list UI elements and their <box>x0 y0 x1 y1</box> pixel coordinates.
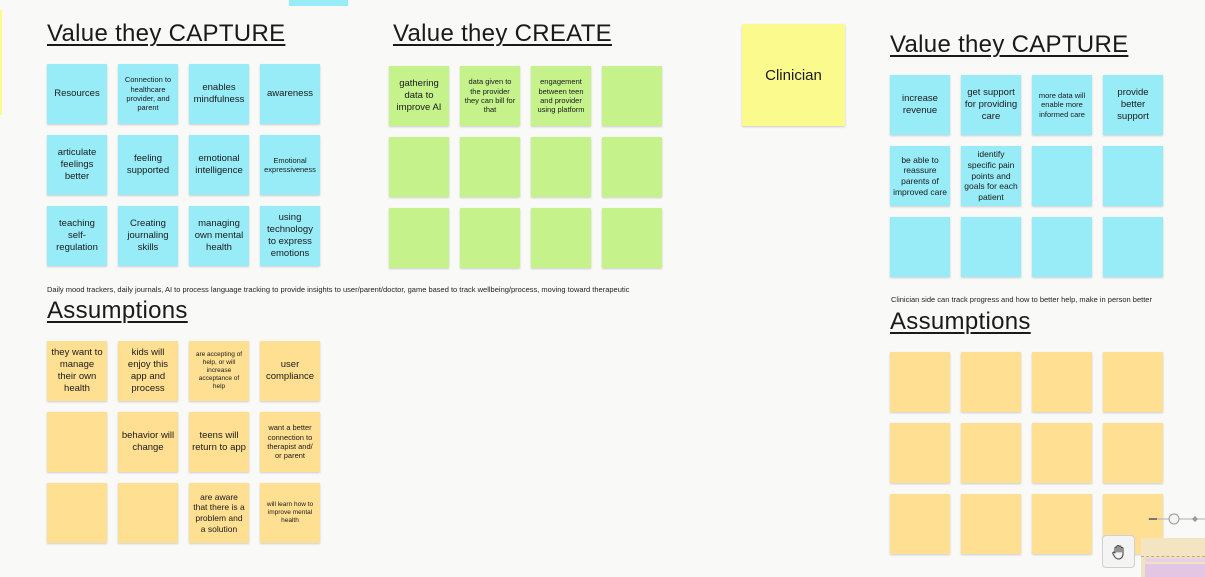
hand-icon <box>1111 544 1124 560</box>
sticky-note[interactable] <box>1103 217 1163 277</box>
sticky-note[interactable] <box>961 494 1021 554</box>
sticky-note[interactable] <box>460 137 520 197</box>
sticky-note[interactable]: teaching self-regulation <box>47 206 107 266</box>
sticky-note[interactable] <box>1032 217 1092 277</box>
sticky-note[interactable]: Creating journaling skills <box>118 206 178 266</box>
assumptions-grid: they want to manage their own health kid… <box>47 341 320 543</box>
sticky-note[interactable]: user compliance <box>260 341 320 401</box>
offscreen-note-left <box>0 10 2 115</box>
sticky-note[interactable]: engagement between teen and provider usi… <box>531 66 591 126</box>
offscreen-note-top <box>289 0 348 6</box>
sticky-note[interactable]: are accepting of help, or will increase … <box>189 341 249 401</box>
sticky-note[interactable]: want a better connection to therapist an… <box>260 412 320 472</box>
sticky-note[interactable]: articulate feelings better <box>47 135 107 195</box>
value-create-heading: Value they CREATE <box>393 20 612 47</box>
value-capture-heading: Value they CAPTURE <box>47 20 286 47</box>
clinician-assumptions-heading: Assumptions <box>890 308 1031 335</box>
clinician-value-capture-grid: increase revenue get support for providi… <box>890 75 1163 277</box>
sticky-note[interactable] <box>1032 423 1092 483</box>
sticky-note[interactable]: managing own mental health <box>189 206 249 266</box>
minimap[interactable] <box>1141 538 1205 577</box>
assumptions-heading: Assumptions <box>47 297 188 324</box>
sticky-note[interactable]: gathering data to improve AI <box>389 66 449 126</box>
sticky-note[interactable] <box>1032 494 1092 554</box>
minimap-region <box>1145 564 1205 577</box>
sticky-note[interactable]: emotional intelligence <box>189 135 249 195</box>
sticky-note[interactable] <box>1103 146 1163 206</box>
sticky-note[interactable] <box>47 412 107 472</box>
sticky-note[interactable] <box>118 483 178 543</box>
clinician-description-text: Clinician side can track progress and ho… <box>891 295 1152 304</box>
sticky-note[interactable] <box>1032 146 1092 206</box>
clinician-assumptions-grid <box>890 352 1163 554</box>
sticky-note[interactable] <box>389 208 449 268</box>
minimap-region <box>1145 558 1205 562</box>
sticky-note[interactable] <box>890 423 950 483</box>
zoom-slider-icon <box>1148 513 1205 525</box>
sticky-note[interactable] <box>890 217 950 277</box>
sticky-note[interactable] <box>602 208 662 268</box>
sticky-note[interactable] <box>1103 352 1163 412</box>
sticky-note[interactable] <box>389 137 449 197</box>
sticky-note[interactable]: they want to manage their own health <box>47 341 107 401</box>
value-capture-grid: Resources Connection to healthcare provi… <box>47 64 320 266</box>
value-create-grid: gathering data to improve AI data given … <box>389 66 662 268</box>
sticky-note[interactable]: more data will enable more informed care <box>1032 75 1092 135</box>
sticky-note[interactable]: behavior will change <box>118 412 178 472</box>
sticky-note[interactable] <box>890 494 950 554</box>
sticky-note[interactable] <box>1032 352 1092 412</box>
sticky-note[interactable] <box>47 483 107 543</box>
sticky-note[interactable]: feeling supported <box>118 135 178 195</box>
sticky-note[interactable] <box>602 66 662 126</box>
sticky-note[interactable]: awareness <box>260 64 320 124</box>
sticky-note[interactable]: Emotional expressiveness <box>260 135 320 195</box>
sticky-note[interactable]: increase revenue <box>890 75 950 135</box>
sticky-note[interactable]: Resources <box>47 64 107 124</box>
sticky-note[interactable] <box>890 352 950 412</box>
sticky-note[interactable] <box>961 352 1021 412</box>
sticky-note[interactable]: will learn how to improve mental health <box>260 483 320 543</box>
sticky-note[interactable]: using technology to express emotions <box>260 206 320 266</box>
minimap-region <box>1141 538 1205 557</box>
sticky-note[interactable]: enables mindfulness <box>189 64 249 124</box>
zoom-slider[interactable] <box>1148 512 1205 526</box>
sticky-note[interactable]: get support for providing care <box>961 75 1021 135</box>
sticky-note[interactable]: Connection to healthcare provider, and p… <box>118 64 178 124</box>
sticky-note[interactable] <box>531 137 591 197</box>
sticky-note[interactable] <box>531 208 591 268</box>
sticky-note[interactable]: data given to the provider they can bill… <box>460 66 520 126</box>
sticky-note[interactable] <box>460 208 520 268</box>
sticky-note[interactable] <box>1103 423 1163 483</box>
clinician-value-capture-heading: Value they CAPTURE <box>890 31 1129 58</box>
sticky-note[interactable]: teens will return to app <box>189 412 249 472</box>
sticky-note[interactable]: provide better support <box>1103 75 1163 135</box>
clinician-sticky-note[interactable]: Clinician <box>742 24 845 126</box>
hand-tool-button[interactable] <box>1102 535 1135 568</box>
sticky-note[interactable]: kids will enjoy this app and process <box>118 341 178 401</box>
sticky-note[interactable]: be able to reassure parents of improved … <box>890 146 950 206</box>
sticky-note[interactable] <box>961 423 1021 483</box>
sticky-note[interactable] <box>961 217 1021 277</box>
sticky-note[interactable]: are aware that there is a problem and a … <box>189 483 249 543</box>
description-text: Daily mood trackers, daily journals, AI … <box>47 285 630 294</box>
sticky-note[interactable] <box>602 137 662 197</box>
sticky-note[interactable]: identify specific pain points and goals … <box>961 146 1021 206</box>
